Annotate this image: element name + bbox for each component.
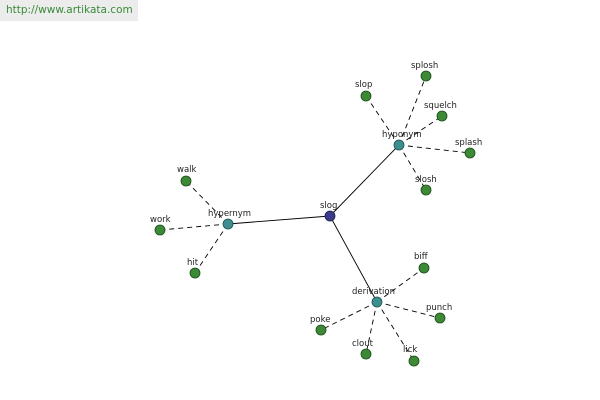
edge-hypernym-walk [185,180,229,225]
node-word-squelch[interactable]: squelch [424,101,457,122]
node-word-walk[interactable]: walk [177,165,197,187]
node-relation-hyponym[interactable]: hyponym [382,130,422,151]
site-url-link[interactable]: http://www.artikata.com [6,4,133,16]
node-word-dot[interactable] [434,312,446,324]
node-word-work[interactable]: work [150,215,171,236]
node-word-dot[interactable] [360,90,372,102]
node-hyponym-label: hyponym [382,130,422,140]
node-relation-hypernym[interactable]: hypernym [208,209,251,230]
edge-slog-derivation [329,215,378,303]
node-word-slop[interactable]: slop [355,80,372,102]
node-word-label: poke [310,315,330,325]
node-word-dot[interactable] [420,70,432,82]
node-center-dot[interactable] [324,210,336,222]
node-word-label: squelch [424,101,457,111]
edge-hypernym-hit [194,223,229,274]
node-hyponym-dot[interactable] [393,139,405,151]
node-word-label: walk [177,165,197,175]
node-word-dot[interactable] [420,184,432,196]
node-word-splash[interactable]: splash [455,138,482,159]
node-word-label: lick [403,345,417,355]
node-word-dot[interactable] [180,175,192,187]
node-word-hit[interactable]: hit [187,258,201,279]
node-derivation-label: derivation [352,287,395,297]
node-word-dot[interactable] [360,348,372,360]
node-word-dot[interactable] [154,224,166,236]
node-word-dot[interactable] [408,355,420,367]
node-word-clout[interactable]: clout [352,339,374,360]
node-word-lick[interactable]: lick [403,345,420,367]
node-word-label: slop [355,80,372,90]
node-word-splosh[interactable]: splosh [411,61,438,82]
node-hypernym-dot[interactable] [222,218,234,230]
node-word-label: splash [455,138,482,148]
node-word-label: clout [352,339,374,349]
node-word-label: hit [187,258,199,268]
node-word-dot[interactable] [418,262,430,274]
node-word-dot[interactable] [315,324,327,336]
edge-derivation-lick [376,301,415,362]
node-hypernym-label: hypernym [208,209,251,219]
node-relation-derivation[interactable]: derivation [352,287,395,308]
node-word-dot[interactable] [436,110,448,122]
node-center[interactable]: slog [320,201,337,222]
node-derivation-dot[interactable] [371,296,383,308]
node-word-poke[interactable]: poke [310,315,330,336]
node-word-label: punch [426,303,452,313]
node-word-slosh[interactable]: slosh [415,175,437,196]
node-word-dot[interactable] [464,147,476,159]
edge-hypernym-work [159,223,229,231]
node-word-label: biff [414,252,429,262]
edge-derivation-punch [376,301,441,319]
node-word-punch[interactable]: punch [426,303,452,324]
node-word-label: work [150,215,171,225]
node-word-dot[interactable] [189,267,201,279]
edge-hyponym-splash [398,144,471,154]
url-banner: http://www.artikata.com [0,0,138,21]
edge-derivation-poke [320,301,378,331]
node-word-label: slosh [415,175,437,185]
edge-hyponym-slop [365,95,400,146]
edge-slog-hypernym [227,215,331,225]
edge-hyponym-splosh [398,75,427,146]
node-center-label: slog [320,201,337,211]
node-word-label: splosh [411,61,438,71]
node-word-biff[interactable]: biff [414,252,430,274]
edge-slog-hyponym [329,144,400,217]
edge-derivation-biff [376,267,425,303]
